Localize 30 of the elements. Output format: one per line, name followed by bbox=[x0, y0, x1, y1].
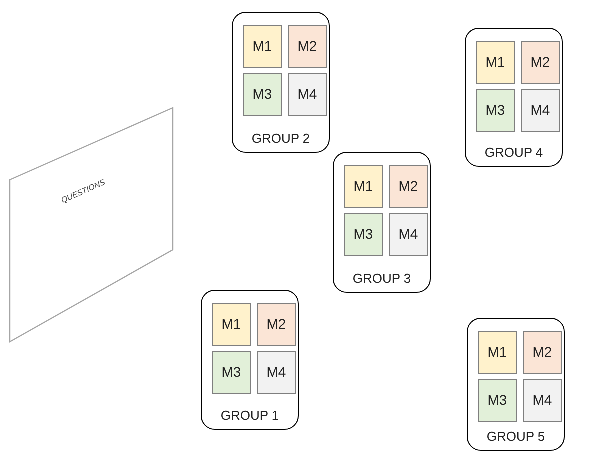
member-box: M4 bbox=[288, 73, 327, 116]
member-box: M2 bbox=[521, 41, 560, 84]
member-box: M4 bbox=[523, 379, 562, 422]
group-label: GROUP 5 bbox=[486, 428, 546, 446]
member-box: M3 bbox=[212, 351, 251, 394]
group-box bbox=[232, 12, 330, 153]
member-box: M2 bbox=[288, 25, 327, 68]
member-box: M2 bbox=[257, 303, 296, 346]
member-box: M1 bbox=[212, 303, 251, 346]
member-box: M4 bbox=[389, 213, 428, 256]
member-box: M3 bbox=[476, 89, 515, 132]
group-box bbox=[201, 290, 299, 430]
group-box bbox=[333, 152, 431, 293]
member-box: M1 bbox=[243, 25, 282, 68]
group-label: GROUP 1 bbox=[220, 406, 280, 424]
member-box: M3 bbox=[344, 213, 383, 256]
member-box: M2 bbox=[389, 165, 428, 208]
group-box bbox=[465, 28, 563, 167]
member-box: M4 bbox=[257, 351, 296, 394]
member-box: M2 bbox=[523, 331, 562, 374]
member-box: M1 bbox=[478, 331, 517, 374]
member-box: M3 bbox=[478, 379, 517, 422]
group-label: GROUP 3 bbox=[352, 270, 412, 288]
group-label: GROUP 4 bbox=[484, 144, 544, 162]
member-box: M3 bbox=[243, 73, 282, 116]
member-box: M1 bbox=[344, 165, 383, 208]
group-box bbox=[467, 318, 565, 451]
member-box: M1 bbox=[476, 41, 515, 84]
member-box: M4 bbox=[521, 89, 560, 132]
group-label: GROUP 2 bbox=[250, 130, 312, 148]
